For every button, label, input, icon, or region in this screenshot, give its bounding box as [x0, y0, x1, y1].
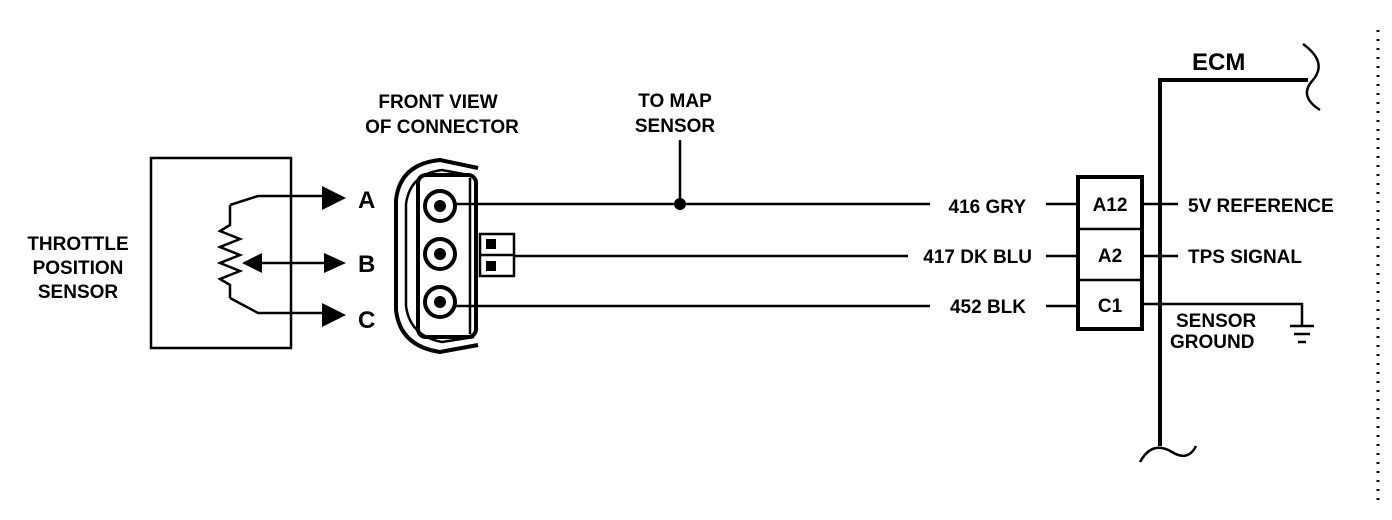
terminal-id-a12: A12	[1093, 195, 1128, 216]
ecm-terminal-block	[1076, 175, 1144, 331]
map-label-line-1: TO MAP	[638, 91, 712, 112]
terminal-function-tps-signal: TPS SIGNAL	[1188, 247, 1302, 268]
ground-icon	[1290, 324, 1314, 344]
wires: 416 GRY 417 DK BLU 452 BLK	[455, 197, 1078, 318]
terminal-function-5v-reference: 5V REFERENCE	[1188, 196, 1334, 217]
connector-shell	[394, 157, 479, 355]
sensor-label-line-1: THROTTLE	[27, 234, 128, 255]
wire-label-416-gry: 416 GRY	[949, 197, 1027, 218]
ecm-break-top-icon	[1302, 42, 1321, 112]
connector-front-view: FRONT VIEW OF CONNECTOR	[365, 92, 519, 355]
ecm-boundary	[1158, 78, 1308, 446]
map-sensor-splice: TO MAP SENSOR	[635, 91, 716, 210]
connector-label-line-2: OF CONNECTOR	[365, 117, 519, 138]
wire-label-452-blk: 452 BLK	[950, 297, 1026, 318]
arrow-a-icon	[322, 186, 346, 210]
connector-label-line-1: FRONT VIEW	[378, 92, 497, 113]
sensor-label-line-2: POSITION	[33, 258, 124, 279]
pin-label-b: B	[358, 251, 375, 278]
connector-lock-tab-icon	[478, 232, 516, 278]
map-label-line-2: SENSOR	[635, 116, 716, 137]
internal-sensor-ground	[1142, 302, 1304, 326]
resistor-icon	[216, 205, 244, 298]
splice-point	[674, 198, 686, 210]
connector-body	[416, 173, 478, 339]
arrow-b-icon	[324, 253, 346, 273]
wire-label-417-dk-blu: 417 DK BLU	[923, 247, 1032, 268]
throttle-position-sensor: THROTTLE POSITION SENSOR A B C	[27, 156, 375, 350]
terminal-id-c1: C1	[1098, 296, 1123, 317]
connector-terminal-b	[423, 237, 457, 271]
sensor-housing	[149, 156, 293, 350]
arrow-c-icon	[322, 303, 346, 327]
connector-terminal-a	[423, 189, 457, 223]
sensor-label-line-3: SENSOR	[38, 282, 119, 303]
terminal-id-a2: A2	[1098, 246, 1122, 267]
ground-label-line-2: GROUND	[1170, 332, 1254, 353]
pin-label-a: A	[358, 187, 375, 214]
ecm-break-bottom-icon	[1138, 445, 1198, 463]
sensor-lead-a	[229, 194, 322, 207]
wiper-arrow-icon	[242, 253, 262, 273]
ground-label-line-1: SENSOR	[1176, 311, 1257, 332]
pin-label-c: C	[358, 307, 375, 334]
ecm-module: ECM A12 A2 C1 5V REFERENCE TPS SIGNAL SE…	[1076, 42, 1334, 463]
connector-terminal-c	[423, 285, 457, 319]
sensor-lead-c	[229, 296, 322, 315]
ecm-title: ECM	[1192, 49, 1245, 76]
